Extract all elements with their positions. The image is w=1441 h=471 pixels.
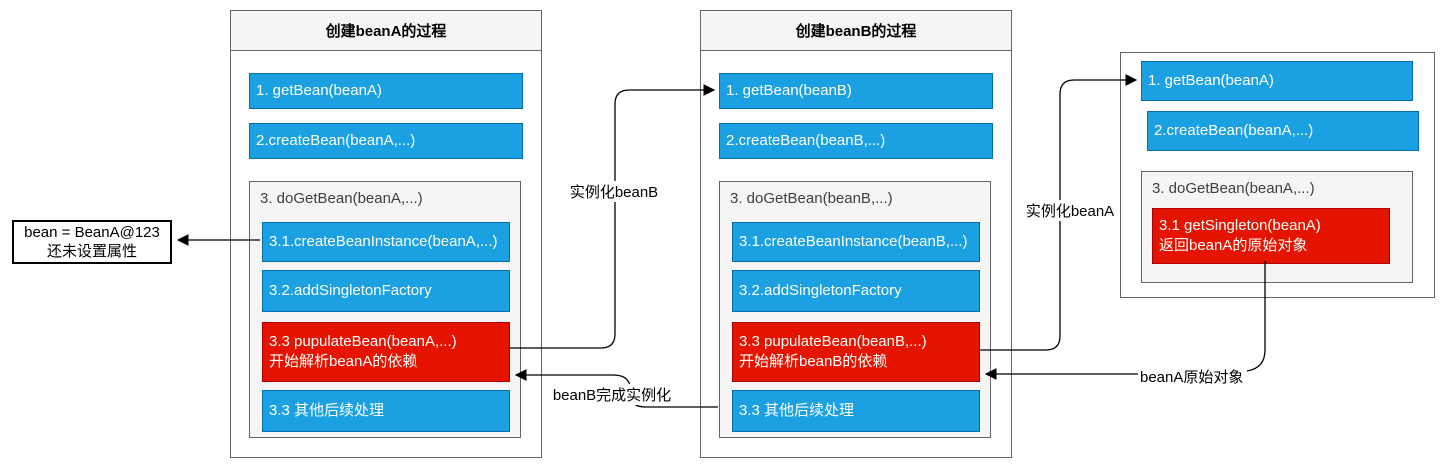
panel-create-beanA-title: 创建beanA的过程 [231,11,541,51]
beanA-step-other-processing: 3.3 其他后续处理 [262,390,510,432]
beanB-populateBean-line1: 3.3 pupulateBean(beanB,...) [739,333,927,350]
beanA-step-getBean: 1. getBean(beanA) [249,73,523,109]
edge-label-beanA-raw: beanA原始对象 [1140,369,1244,386]
beanB-step-createBean: 2.createBean(beanB,...) [719,123,993,159]
beanA-step-addSingletonFactory: 3.2.addSingletonFactory [262,270,510,312]
beanA2-step-getSingleton: 3.1 getSingleton(beanA) 返回beanA的原始对象 [1152,208,1390,264]
beanB-doGetBean-label: 3. doGetBean(beanB,...) [730,190,893,207]
beanA-populateBean-line1: 3.3 pupulateBean(beanA,...) [269,333,457,350]
beanA-step-populateBean: 3.3 pupulateBean(beanA,...) 开始解析beanA的依赖 [262,322,510,382]
beanA2-doGetBean-label: 3. doGetBean(beanA,...) [1152,180,1315,197]
beanB-populateBean-line2: 开始解析beanB的依赖 [739,353,888,370]
beanB-step-getBean: 1. getBean(beanB) [719,73,993,109]
beanA2-getSingleton-line2: 返回beanA的原始对象 [1159,237,1308,254]
beanA-step-createBean: 2.createBean(beanA,...) [249,123,523,159]
beanA2-step-getBean: 1. getBean(beanA) [1141,61,1413,101]
beanA-instance-note-line2: 还未设置属性 [46,243,137,260]
beanA-step-createBeanInstance: 3.1.createBeanInstance(beanA,...) [262,222,510,262]
edge-beanB-done [514,369,718,408]
beanB-step-populateBean: 3.3 pupulateBean(beanB,...) 开始解析beanB的依赖 [732,322,980,382]
beanA2-subpanel-doGetBean: 3. doGetBean(beanA,...) 3.1 getSingleton… [1141,171,1413,283]
beanB-step-other-processing: 3.3 其他后续处理 [732,390,980,432]
beanA-doGetBean-label: 3. doGetBean(beanA,...) [260,190,423,207]
panel-create-beanB: 创建beanB的过程 1. getBean(beanB) 2.createBea… [700,10,1012,458]
beanA-instance-note-line1: bean = BeanA@123 [24,224,160,241]
beanB-step-addSingletonFactory: 3.2.addSingletonFactory [732,270,980,312]
edge-label-beanB-done: beanB完成实例化 [550,384,674,405]
panel-create-beanB-title: 创建beanB的过程 [701,11,1011,51]
beanA-subpanel-doGetBean: 3. doGetBean(beanA,...) 3.1.createBeanIn… [249,181,521,438]
beanA2-getSingleton-line1: 3.1 getSingleton(beanA) [1159,217,1321,234]
panel-create-beanA: 创建beanA的过程 1. getBean(beanA) 2.createBea… [230,10,542,458]
beanA-populateBean-line2: 开始解析beanA的依赖 [269,353,418,370]
panel-get-beanA-again: 1. getBean(beanA) 2.createBean(beanA,...… [1120,52,1435,298]
beanA-instance-note: bean = BeanA@123 还未设置属性 [12,220,172,264]
beanB-subpanel-doGetBean: 3. doGetBean(beanB,...) 3.1.createBeanIn… [719,181,991,438]
edge-label-instantiate-beanB: 实例化beanB [567,181,661,202]
beanB-step-createBeanInstance: 3.1.createBeanInstance(beanB,...) [732,222,980,262]
beanA2-step-createBean: 2.createBean(beanA,...) [1147,111,1419,151]
edge-label-instantiate-beanA: 实例化beanA [1023,200,1117,221]
